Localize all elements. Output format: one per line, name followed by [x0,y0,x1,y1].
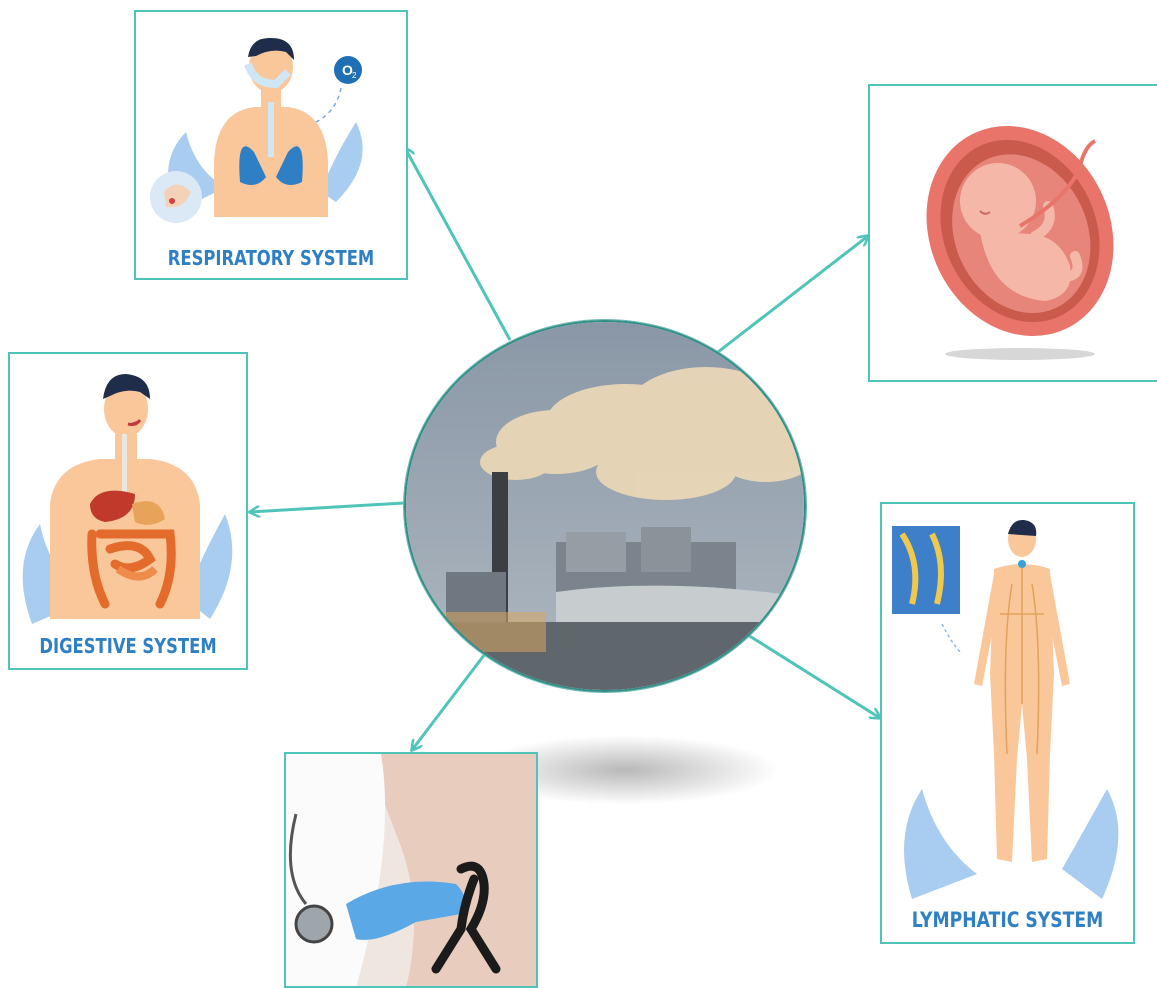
arrow-to-cancer [412,650,488,750]
leaf-icon [1062,789,1118,899]
arrow-to-lymphatic [740,630,880,718]
arrow-to-respiratory [405,148,510,340]
digestive-illustration [10,354,246,626]
respiratory-card: O 2 RESPIRATORY SYSTEM [134,10,408,280]
lymphatic-label: LYMPHATIC SYSTEM [905,908,1111,932]
factory-smoke-photo [404,320,806,692]
lymphatic-illustration [882,504,1135,902]
fetus-in-womb-icon [870,86,1157,382]
pregnancy-card [868,84,1157,382]
stethoscope-icon [296,906,332,942]
cancer-ribbon-photo [286,754,538,988]
factory-smoke-illustration [406,322,804,690]
lungs-illustration: O 2 [136,12,406,242]
lymphatic-card: LYMPHATIC SYSTEM [880,502,1135,944]
digestive-label: DIGESTIVE SYSTEM [31,634,225,658]
respiratory-label: RESPIRATORY SYSTEM [160,246,381,270]
arrow-to-digestive [250,503,404,512]
arrow-to-pregnancy [718,236,868,352]
cancer-card [284,752,538,988]
digestive-card: DIGESTIVE SYSTEM [8,352,248,670]
svg-text:2: 2 [352,71,357,80]
leaf-icon [904,789,977,899]
